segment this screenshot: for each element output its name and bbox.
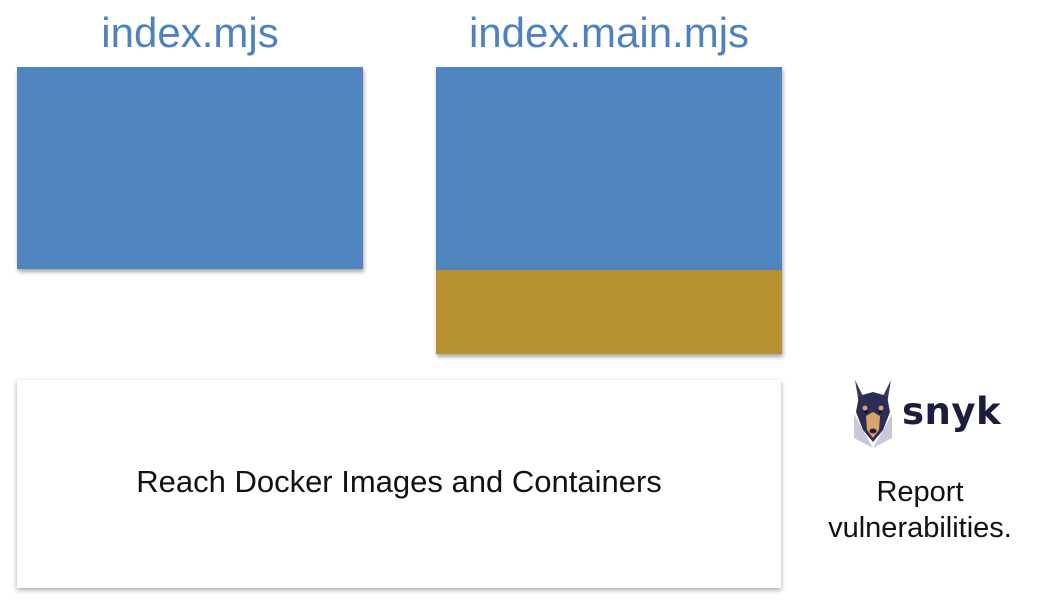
report-vulnerabilities-text: Report vulnerabilities. (810, 474, 1030, 546)
index-main-mjs-blue-segment (436, 67, 782, 270)
report-line-1: Report (876, 476, 964, 508)
docker-reach-text: Reach Docker Images and Containers (136, 464, 662, 499)
snyk-logo: snyk (850, 378, 1001, 448)
right-box-title: index.main.mjs (468, 9, 750, 56)
index-mjs-block (17, 67, 363, 269)
docker-reach-panel: Reach Docker Images and Containers (17, 380, 781, 588)
index-main-mjs-block (436, 67, 782, 354)
snyk-wordmark: snyk (902, 389, 1002, 433)
doberman-icon (854, 380, 892, 448)
left-box-title: index.mjs (101, 9, 279, 56)
report-line-2: vulnerabilities. (828, 512, 1012, 544)
index-main-mjs-gold-segment (436, 270, 782, 354)
